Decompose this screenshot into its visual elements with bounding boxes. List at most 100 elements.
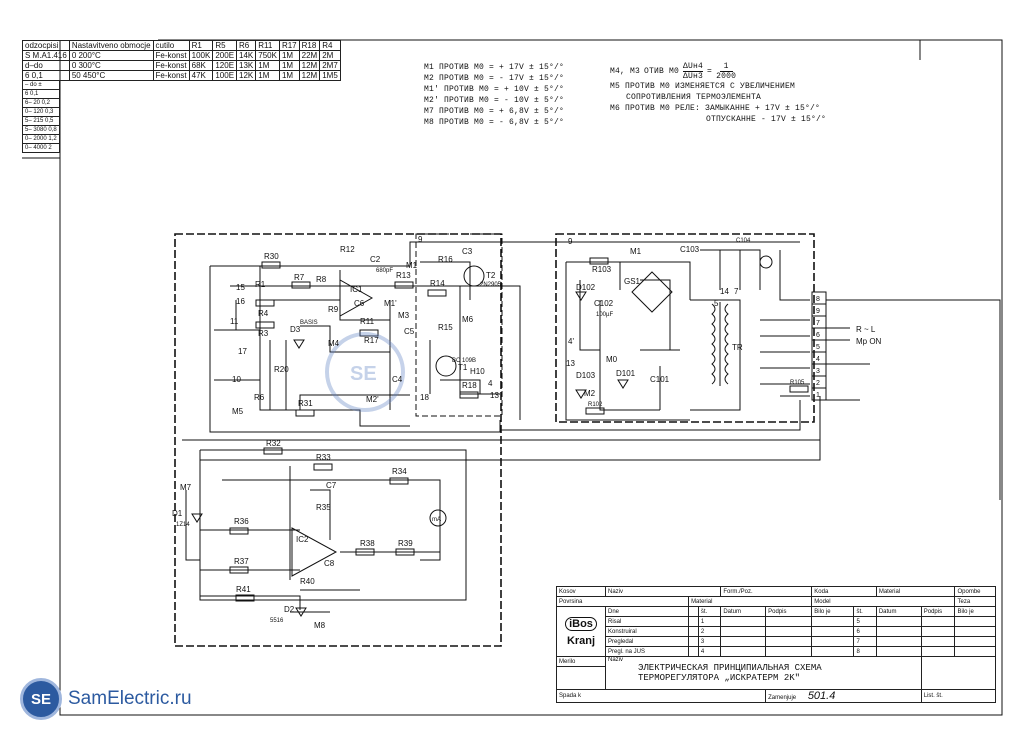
drawing-title-2: ТЕРМОРЕГУЛЯТОРА „ИСКРАТЕРМ 2K" <box>638 673 801 683</box>
tb-zamenjuje-label: Zamenjuje <box>768 695 797 701</box>
tb-st2: št. <box>853 606 877 617</box>
lbl-IC1: IC1 <box>350 285 363 294</box>
lbl-mA: mA <box>432 517 441 523</box>
tb-podpis2: Podpis <box>920 606 956 617</box>
r38-symbol <box>355 548 375 556</box>
r103-symbol <box>589 257 609 265</box>
term-5: 4 <box>816 356 820 363</box>
lbl-D1v: 1Z14 <box>176 522 190 528</box>
tb-list: List. št. <box>920 689 997 703</box>
lbl-R39: R39 <box>398 539 413 548</box>
lbl-D3: D3 <box>290 325 301 334</box>
lbl-R103: R103 <box>592 265 612 274</box>
lbl-M6: M6 <box>462 315 474 324</box>
lbl-R7: R7 <box>294 273 305 282</box>
cell: 12M <box>298 70 321 81</box>
lbl-D1: D1 <box>172 509 183 518</box>
lbl-R20: R20 <box>274 365 289 374</box>
meter-symbol <box>429 509 447 527</box>
lbl-C2: C2 <box>370 255 381 264</box>
lbl-R35: R35 <box>316 503 331 512</box>
cell: 120E <box>212 60 238 71</box>
lbl-out-Mp: Mp ON <box>856 337 882 346</box>
component-labels: R30 R1 R7 R4 R3 D3 BASIS R20 R6 R31 M5 M… <box>172 235 882 630</box>
lbl-n16: 16 <box>236 297 245 306</box>
lbl-M1r: M1 <box>630 247 642 256</box>
lbl-C5: C5 <box>404 327 415 336</box>
cell: 50 450°C <box>68 70 154 81</box>
lbl-C102v: 100µF <box>596 312 613 318</box>
lbl-T1v: BC 109B <box>452 358 476 364</box>
m6-line2: ОТПУСКАННЕ - 17V ± 15°/° <box>706 115 827 124</box>
m5-line2: СОПРОТИВЛЕНИЯ ТЕРМОЭЛЕМЕНТА <box>626 93 762 102</box>
term-1: 9 <box>816 308 820 315</box>
lbl-M5: M5 <box>232 407 244 416</box>
cell: 100E <box>212 70 238 81</box>
th-6: R11 <box>255 40 280 51</box>
cell: 5 <box>853 616 877 627</box>
cell: 22M <box>298 50 321 61</box>
ratio-top: 1 <box>719 62 733 72</box>
note-line: M1 ПРОТИВ M0 = + 17V ± 15°/° <box>424 63 565 72</box>
term-7: 2 <box>816 380 820 387</box>
t2-symbol <box>463 265 485 287</box>
tb-merilo: Merilo <box>556 656 606 667</box>
lbl-TR: TR <box>732 343 743 352</box>
r31-symbol <box>295 409 315 417</box>
table-row: 6– 20 0,2 <box>22 98 60 108</box>
cell: 200E <box>212 50 238 61</box>
cell: 7 <box>853 636 877 647</box>
lbl-R33: R33 <box>316 453 331 462</box>
tb-naziv2: Naziv <box>608 657 624 663</box>
range-table-header: odzocpisi Nastavitveno obmocje cutilo R1… <box>22 40 341 51</box>
cell: 68K <box>188 60 214 71</box>
m4m3-prefix: M4, M3 <box>610 67 641 76</box>
d102-symbol <box>575 291 587 301</box>
table-row: 0– 120 0,3 <box>22 107 60 117</box>
d1-symbol <box>191 513 203 523</box>
tb-dne: Dne <box>604 606 690 617</box>
r32-symbol <box>263 447 283 455</box>
cell: 1M <box>255 70 280 81</box>
m4m3-mid: ОТИВ M0 <box>644 67 680 76</box>
cell: 12K <box>236 70 257 81</box>
lbl-R18: R18 <box>462 381 477 390</box>
component-symbols <box>191 255 809 617</box>
lbl-M2b: M2' <box>366 395 379 404</box>
lbl-n13b: 13 <box>566 359 575 368</box>
tb-form: Form./Poz. <box>720 586 813 597</box>
lbl-M1: M1 <box>406 261 418 270</box>
tb-datum2: Datum <box>875 606 922 617</box>
lbl-out-R: R ~ L <box>856 325 876 334</box>
cell: 8 <box>853 646 877 657</box>
th-3: R1 <box>188 40 214 51</box>
watermark-se-mark: SE <box>350 363 377 385</box>
lbl-n13: 13 <box>490 391 499 400</box>
cell: 13K <box>236 60 257 71</box>
lbl-C3: C3 <box>462 247 473 256</box>
lbl-R32: R32 <box>266 439 281 448</box>
lbl-M2r: M2 <box>584 389 596 398</box>
lbl-C8: C8 <box>324 559 335 568</box>
tb-brand-cell: iBos Kranj <box>556 606 606 657</box>
cell: – do ± <box>22 80 60 90</box>
r102-symbol <box>585 407 605 415</box>
th-5: R6 <box>236 40 257 51</box>
lbl-T2: T2 <box>486 271 496 280</box>
lbl-C103: C103 <box>680 245 700 254</box>
note-line: M2 ПРОТИВ M0 = - 17V ± 15°/° <box>424 74 565 83</box>
table-row: 5– 3080 0,8 <box>22 125 60 135</box>
site-watermark: SE SamElectric.ru <box>20 678 192 720</box>
table-row: S M.A1.416 0 200°C Fe-konst 100K 200E 14… <box>22 50 341 61</box>
lbl-R105: R105 <box>790 380 805 386</box>
tb-material: Material <box>875 586 956 597</box>
th-4: R5 <box>212 40 238 51</box>
table-row: 0– 4000 2 <box>22 143 60 153</box>
lbl-C6: C6 <box>354 299 365 308</box>
lbl-R30: R30 <box>264 252 279 261</box>
r30-symbol <box>261 261 281 269</box>
lbl-C101: C101 <box>650 375 670 384</box>
site-name: SamElectric.ru <box>68 688 192 709</box>
cell: 0 200°C <box>68 50 154 61</box>
